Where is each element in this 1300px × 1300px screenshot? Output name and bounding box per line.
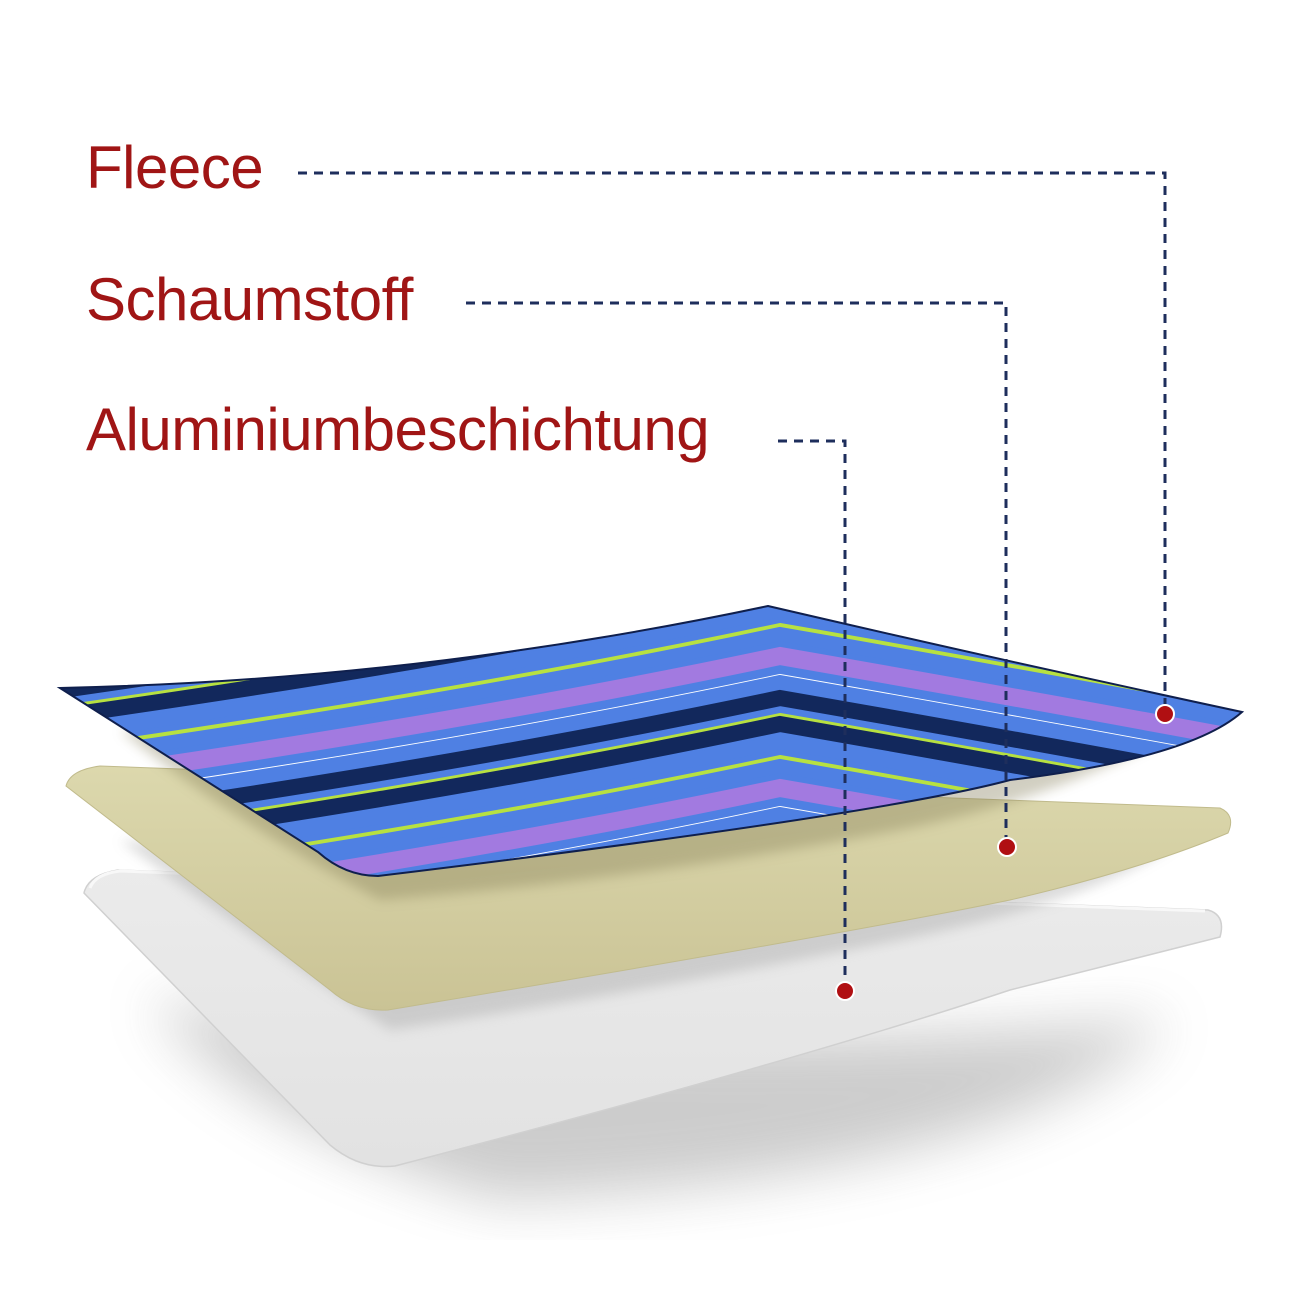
marker-dot-schaumstoff — [997, 837, 1017, 857]
fleece-stripe-blue — [60, 626, 1242, 771]
fleece-stripe-lime — [60, 622, 1242, 759]
leader-line-aluminium — [778, 439, 847, 990]
fleece-stripe-blue — [60, 674, 1242, 819]
fleece-stripe-navy — [20, 460, 1280, 590]
fleece-stripe-blue — [60, 606, 1242, 639]
leader-line-schaumstoff — [466, 301, 1008, 846]
fleece-stripe-navy — [60, 689, 1242, 836]
marker-dot-fleece — [1155, 704, 1175, 724]
aluminium-edge-highlight — [88, 869, 1206, 913]
leader-line-fleece — [298, 171, 1167, 712]
label-aluminiumbeschichtung: Aluminiumbeschichtung — [86, 396, 710, 463]
label-fleece: Fleece — [86, 134, 264, 201]
fleece-stripe-blue — [60, 606, 1242, 615]
marker-dot-aluminium — [835, 981, 855, 1001]
fleece-stripe-lime — [60, 606, 1242, 627]
fleece-stripe-violet — [60, 646, 1242, 795]
label-schaumstoff: Schaumstoff — [86, 266, 413, 333]
fleece-outline — [56, 604, 1245, 878]
